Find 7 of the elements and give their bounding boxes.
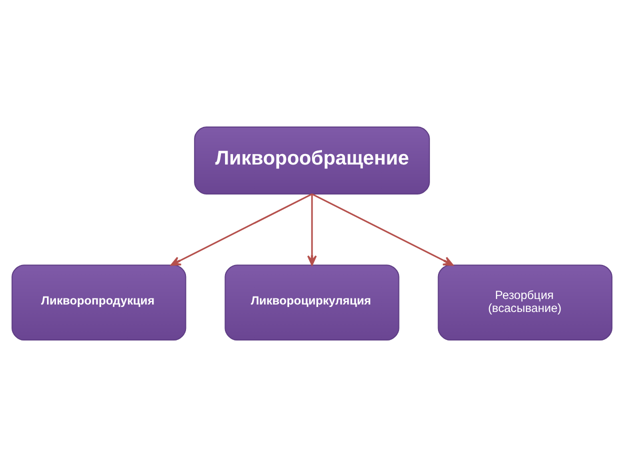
node-box: Резорбция (всасывание)	[438, 264, 612, 341]
arrow	[312, 193, 454, 266]
arrow	[170, 193, 312, 266]
node-box: Ликворообращение	[194, 126, 430, 195]
node-box: Ликворопродукция	[12, 264, 186, 341]
arrow	[307, 194, 317, 266]
node-box: Ликвороциркуляция	[224, 264, 400, 341]
